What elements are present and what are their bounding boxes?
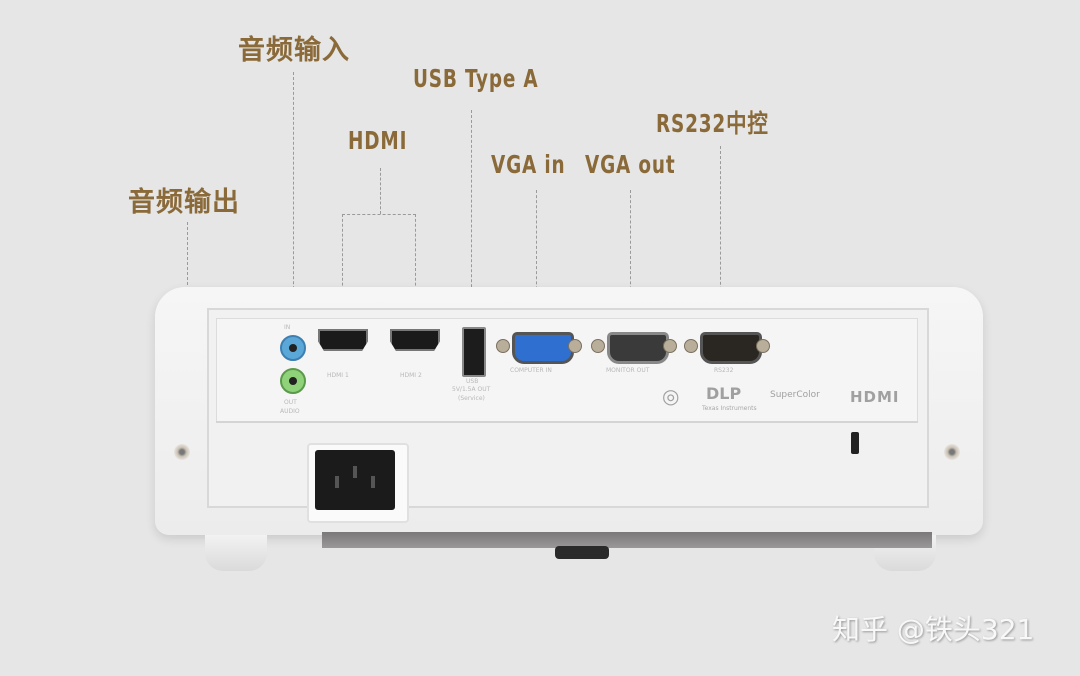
monitor-out-label: MONITOR OUT [606,367,650,374]
leader-hdmi-stem [380,168,381,214]
watermark: 知乎 @铁头321 [832,613,1035,646]
usb-label-2: 5V/1.5A OUT [452,386,491,393]
vga-in-shell [512,332,574,364]
power-pin-icon [353,466,357,478]
hdmi2-port[interactable] [390,329,440,351]
power-pin-icon [371,476,375,488]
screw-nut-icon [756,339,770,353]
usb-label-3: (Service) [458,395,485,402]
callout-vga-out: VGA out [585,150,676,179]
screw-nut-icon [496,339,510,353]
power-pin-icon [335,476,339,488]
screw-nut-icon [684,339,698,353]
screw-icon [944,444,960,460]
vga-out-port[interactable] [591,331,677,364]
callout-audio-in: 音频输入 [238,35,350,66]
audio-in-label: IN [284,324,291,331]
leader-hdmi1 [342,214,343,320]
audio-out-label-1: OUT [284,399,297,406]
leader-hdmi2 [415,214,416,320]
security-lock-slot [851,432,859,454]
bottom-bar [322,532,932,548]
audio-out-label-2: AUDIO [280,408,300,415]
rs232-label: RS232 [714,367,734,374]
leader-audio-in [293,72,294,334]
usb-label-1: USB [466,378,479,385]
vga-out-shell [607,332,669,364]
callout-hdmi: HDMI [348,126,408,155]
swirl-logo-icon: ◎ [662,384,680,408]
computer-in-label: COMPUTER IN [510,367,552,374]
leader-hdmi-bracket [342,214,416,215]
dlp-logo: DLP [706,384,742,403]
callout-audio-out: 音频输出 [128,187,240,218]
audio-in-jack[interactable] [280,335,306,361]
panel-divider [216,421,918,423]
screw-nut-icon [663,339,677,353]
power-inlet[interactable] [315,450,395,510]
screw-nut-icon [568,339,582,353]
usb-port[interactable] [462,327,486,377]
hdmi-logo: HDMI [850,388,900,406]
rs232-port[interactable] [684,331,770,364]
callout-rs232: RS232中控 [656,109,769,138]
rs232-shell [700,332,762,364]
screw-nut-icon [591,339,605,353]
hdmi1-port[interactable] [318,329,368,351]
color-logo: SuperColor [770,390,820,400]
vga-in-port[interactable] [496,331,582,364]
left-foot [205,535,267,571]
callout-vga-in: VGA in [491,150,566,179]
audio-out-jack[interactable] [280,368,306,394]
hdmi1-label: HDMI 1 [327,372,349,379]
leader-vga-out [630,190,631,330]
leader-rs232 [720,146,721,330]
height-adjust-knob [555,546,609,559]
dlp-sub-logo: Texas Instruments [702,405,757,412]
screw-icon [174,444,190,460]
leader-usb [471,110,472,322]
callout-usb: USB Type A [413,64,539,93]
hdmi2-label: HDMI 2 [400,372,422,379]
leader-vga-in [536,190,537,330]
